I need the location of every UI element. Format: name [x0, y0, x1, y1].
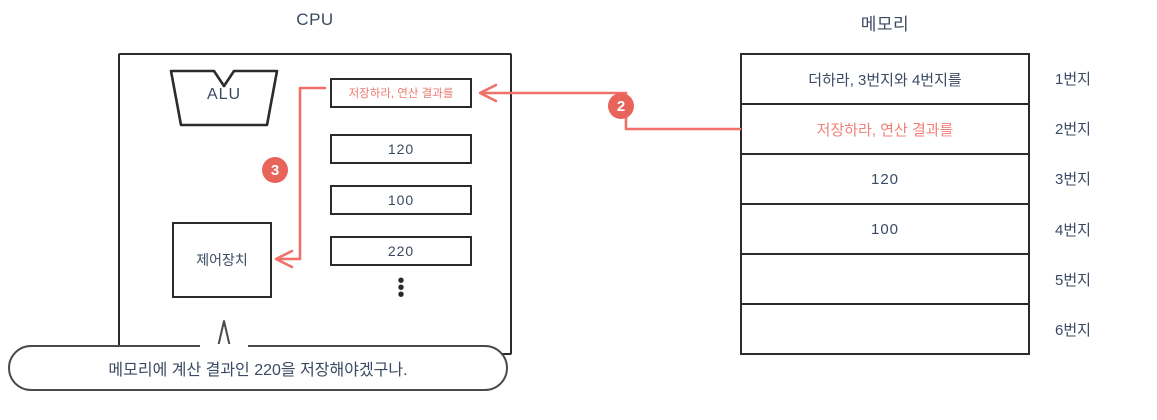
speech-bubble: 메모리에 계산 결과인 220을 저장해야겠구나. [8, 345, 508, 391]
step-badge-number: 3 [270, 161, 280, 179]
memory-address-label: 6번지 [1055, 322, 1091, 340]
memory-address-label: 5번지 [1055, 271, 1091, 289]
control-unit-box: 제어장치 [172, 222, 272, 298]
memory-address-label: 2번지 [1055, 120, 1091, 138]
memory-cell-value: 저장하라, 연산 결과를 [816, 121, 954, 139]
memory-cell-value: 120 [870, 170, 900, 188]
register-row: 저장하라, 연산 결과를 [330, 78, 472, 108]
memory-address-list: 1번지 2번지 3번지 4번지 5번지 6번지 [1055, 53, 1091, 355]
step-badge-3: 3 [262, 157, 288, 183]
step-badge-2: 2 [608, 93, 634, 119]
memory-title: 메모리 [860, 15, 910, 34]
memory-row: 더하라, 3번지와 4번지를 [742, 55, 1028, 105]
control-unit-label: 제어장치 [196, 252, 248, 268]
register-value: 220 [387, 243, 415, 259]
arrow-step-3 [274, 86, 327, 269]
register-value: 100 [387, 192, 415, 208]
memory-table: 더하라, 3번지와 4번지를 저장하라, 연산 결과를 120 100 [740, 53, 1030, 355]
memory-row [742, 255, 1028, 305]
register-value: 120 [387, 141, 415, 157]
memory-address-label: 4번지 [1055, 221, 1091, 239]
memory-cell-value: 더하라, 3번지와 4번지를 [808, 71, 962, 89]
register-row: 120 [330, 134, 472, 164]
memory-row: 저장하라, 연산 결과를 [742, 105, 1028, 155]
cpu-title: CPU [296, 10, 334, 29]
speech-bubble-text: 메모리에 계산 결과인 220을 저장해야겠구나. [108, 362, 408, 379]
memory-address-label: 3번지 [1055, 171, 1091, 189]
register-value: 저장하라, 연산 결과를 [348, 88, 454, 100]
register-ellipsis-icon: ••• [397, 270, 405, 306]
register-row: 220 [330, 236, 472, 266]
memory-address-label: 1번지 [1055, 70, 1091, 88]
memory-row: 100 [742, 205, 1028, 255]
memory-row: 120 [742, 155, 1028, 205]
memory-cell-value: 100 [870, 220, 900, 238]
alu-shape [169, 69, 279, 127]
alu-label: ALU [206, 86, 242, 103]
step-badge-number: 2 [616, 97, 626, 115]
register-row: 100 [330, 185, 472, 215]
bubble-pointer-merge-mask [200, 344, 248, 349]
